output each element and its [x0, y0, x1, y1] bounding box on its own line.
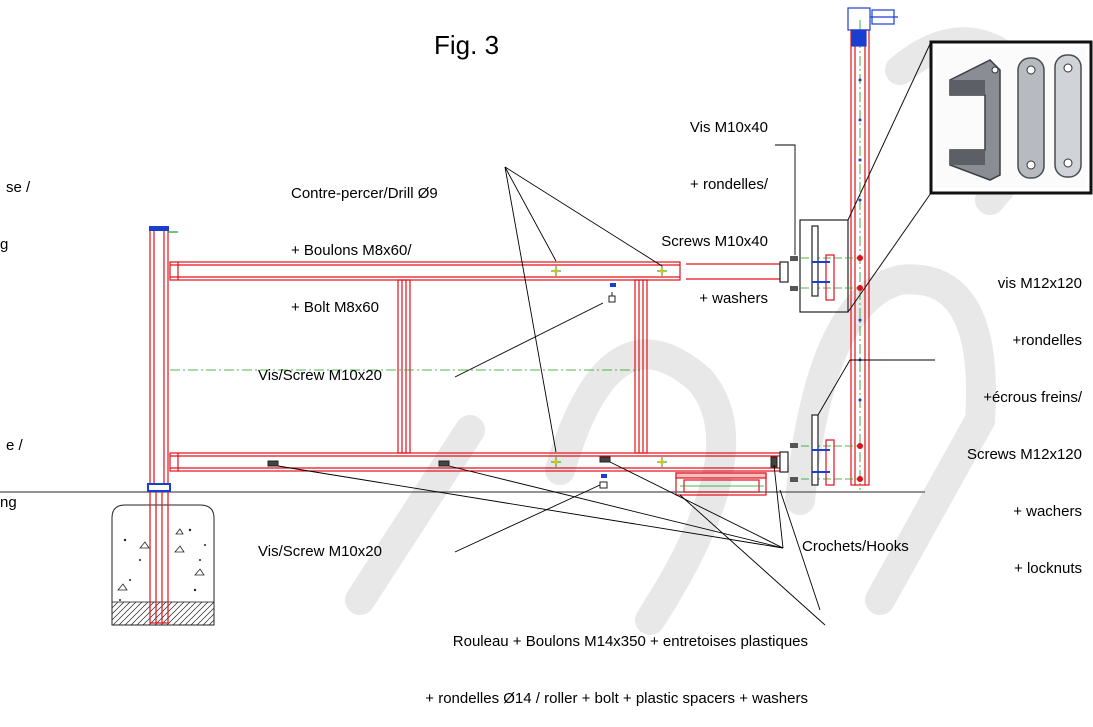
gate-uprights [397, 279, 648, 454]
screw-symbols [267, 283, 778, 489]
left-label-top: se / g [0, 140, 60, 273]
post-base-plate [147, 483, 171, 492]
upper-hinge [779, 219, 863, 313]
post-cap [149, 226, 169, 231]
left-label-mid: e / ng [0, 398, 60, 531]
screws-m10x40-line4: + washers [699, 290, 768, 307]
leader-lines [277, 144, 935, 626]
hooks-label: Crochets/Hooks [802, 538, 909, 555]
screws-m12x120-line4: Screws M12x120 [966, 446, 1082, 463]
gate-top-rail [169, 261, 781, 281]
screws-m12x120-line5: + wachers [1013, 503, 1082, 520]
screws-m10x40-line1: Vis M10x40 [689, 119, 768, 136]
screws-m10x40-label: Vis M10x40 + rondelles/ Screws M10x40 + … [600, 80, 768, 327]
lower-hinge [779, 414, 863, 486]
drill-marks [551, 266, 667, 467]
drill-label-line1: Contre-percer/Drill Ø9 [291, 185, 438, 202]
left-label-mid-line2: ng [0, 494, 17, 511]
roller-assembly [675, 472, 767, 496]
left-label-mid-line1: e / [6, 437, 23, 454]
screws-m10x40-line2: + rondelles/ [690, 176, 768, 193]
screw-m10x20-bottom-label: Vis/Screw M10x20 [258, 543, 382, 560]
inset-connectors [847, 41, 932, 313]
screws-m10x40-line3: Screws M10x40 [661, 233, 768, 250]
left-label-top-line2: g [0, 236, 9, 253]
left-label-top-line1: se / [6, 179, 31, 196]
hinge-photo-inset [929, 40, 1093, 195]
screws-m12x120-label: vis M12x120 +rondelles +écrous freins/ S… [900, 236, 1082, 597]
figure-title: Fig. 3 [434, 30, 500, 60]
post-top-cap [847, 7, 898, 47]
screws-m12x120-line2: +rondelles [1012, 332, 1082, 349]
roller-label: Rouleau + Boulons M14x350 + entretoises … [200, 594, 808, 727]
drill-label-line2: + Boulons M8x60/ [291, 242, 412, 259]
screws-m12x120-line1: vis M12x120 [997, 275, 1082, 292]
roller-label-line1: Rouleau + Boulons M14x350 + entretoises … [452, 633, 808, 650]
screws-m12x120-line6: + locknuts [1014, 560, 1082, 577]
gate-assembly-diagram: Fig. 3 se / g e / ng Contre-percer/Drill… [0, 7, 1093, 707]
screw-m10x20-top-label: Vis/Screw M10x20 [258, 367, 382, 384]
screws-m12x120-line3: +écrous freins/ [983, 389, 1082, 406]
drill-label-line3: + Bolt M8x60 [291, 299, 379, 316]
gate-bottom-rail [169, 452, 781, 472]
post-blue-dots [858, 78, 862, 402]
roller-label-line2: + rondelles Ø14 / roller + bolt + plasti… [425, 690, 808, 707]
drill-label: Contre-percer/Drill Ø9 + Boulons M8x60/ … [291, 146, 438, 336]
concrete-foundation [111, 504, 215, 626]
diagram-canvas [0, 7, 1093, 635]
